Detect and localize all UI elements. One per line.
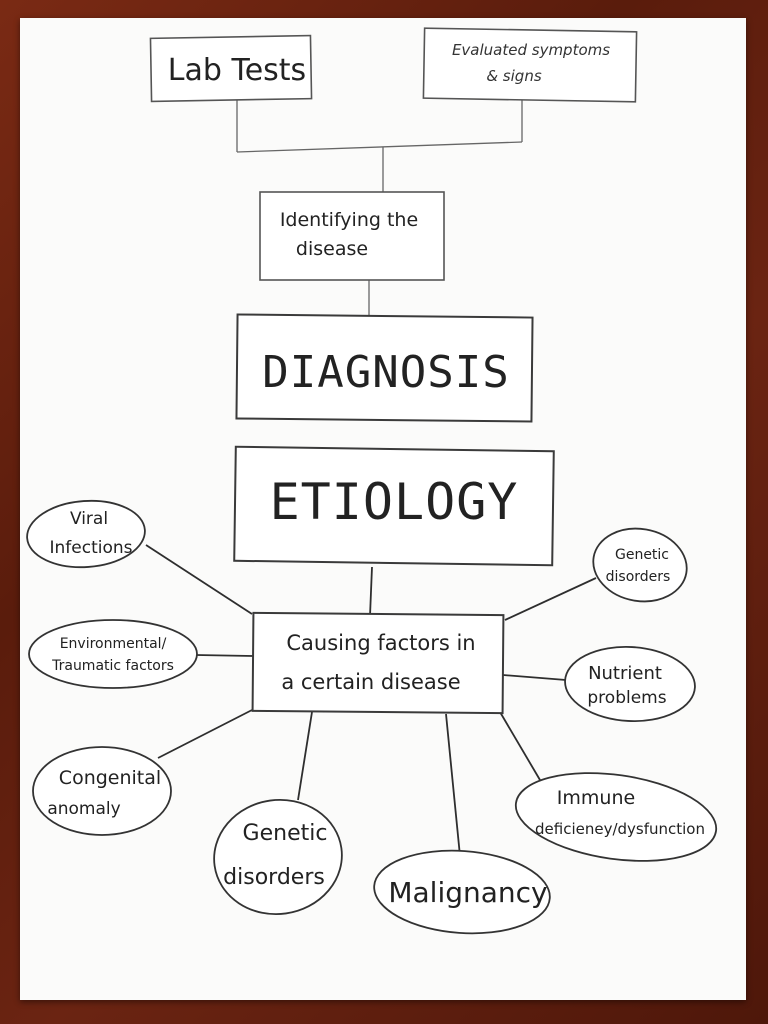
viral-label-line1: Viral	[70, 509, 108, 529]
symptoms-node: Evaluated symptoms & signs	[422, 27, 638, 103]
causing-factors-node: Causing factors in a certain disease	[251, 611, 505, 715]
immune-label-line2: deficieney/dysfunction	[535, 820, 705, 838]
identifying-label-line1: Identifying the	[280, 209, 418, 231]
top-connectors	[236, 100, 523, 316]
genetic-bottom-label-line1: Genetic	[243, 821, 328, 846]
etiology-label: ETIOLOGY	[270, 473, 519, 531]
congenital-label-line1: Congenital	[59, 767, 161, 789]
etiology-node: ETIOLOGY	[233, 445, 555, 567]
environmental-label-line1: Environmental/	[60, 636, 167, 652]
identifying-label-line2: disease	[296, 238, 368, 260]
symptoms-label-line1: Evaluated symptoms	[452, 41, 610, 59]
malignancy-label: Malignancy	[388, 876, 547, 909]
genetic-disorders-right-node: Genetic disorders	[592, 527, 688, 603]
genetic-right-label-line2: disorders	[606, 569, 671, 585]
nutrient-label-line1: Nutrient	[588, 663, 662, 684]
genetic-disorders-bottom-node: Genetic disorders	[213, 798, 343, 916]
nutrient-node: Nutrient problems	[564, 645, 696, 723]
genetic-right-label-line1: Genetic	[615, 547, 669, 563]
diagnosis-label: DIAGNOSIS	[262, 347, 509, 398]
causing-factors-line1: Causing factors in	[286, 631, 475, 655]
viral-infections-node: Viral Infections	[26, 499, 146, 569]
symptoms-label-line2: & signs	[486, 67, 541, 85]
lab-tests-label: Lab Tests	[168, 53, 306, 88]
diagnosis-node: DIAGNOSIS	[235, 313, 534, 423]
congenital-label-line2: anomaly	[47, 799, 120, 819]
lab-tests-node: Lab Tests	[149, 34, 313, 103]
nutrient-label-line2: problems	[587, 688, 666, 708]
malignancy-node: Malignancy	[373, 849, 551, 935]
immune-node: Immune deficieney/dysfunction	[514, 772, 718, 862]
genetic-bottom-label-line2: disorders	[223, 865, 325, 890]
environmental-label-line2: Traumatic factors	[51, 658, 174, 674]
viral-label-line2: Infections	[50, 538, 133, 558]
congenital-node: Congenital anomaly	[32, 746, 172, 836]
causing-factors-line2: a certain disease	[281, 670, 460, 694]
immune-label-line1: Immune	[557, 787, 635, 809]
identifying-node: Identifying the disease	[259, 191, 445, 281]
environmental-node: Environmental/ Traumatic factors	[28, 619, 198, 689]
etiology-connectors	[145, 544, 597, 857]
